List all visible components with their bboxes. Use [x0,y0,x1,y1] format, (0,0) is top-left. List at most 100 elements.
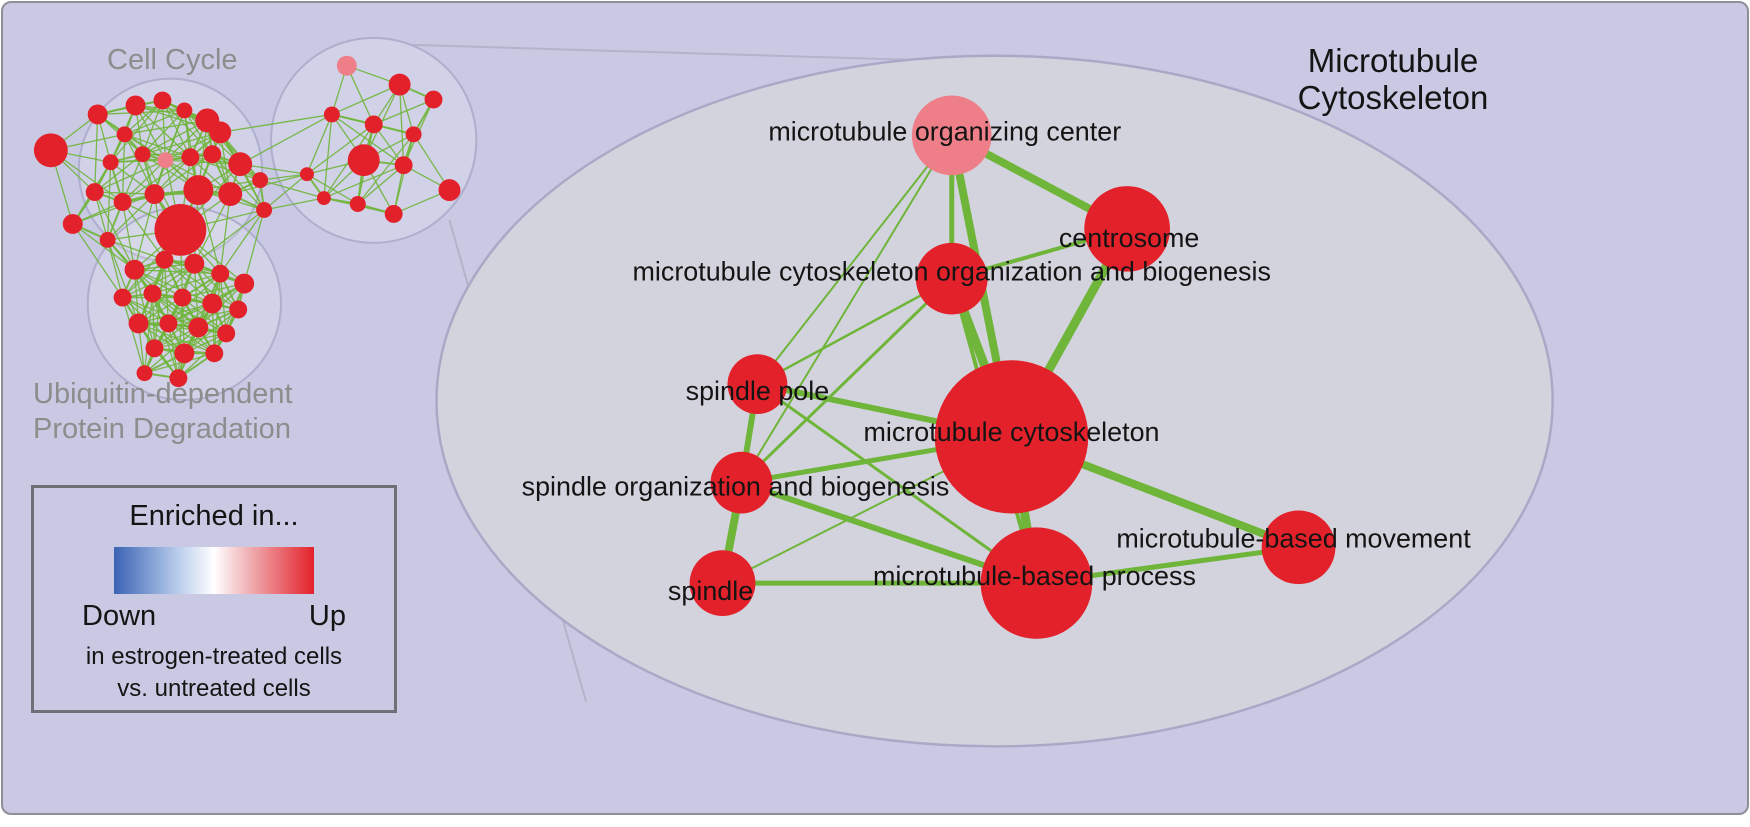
minimap-node [188,317,209,338]
minimap-edge [142,110,185,155]
network-node-mc [934,360,1089,514]
minimap-edge [138,322,227,335]
network-node-moc [911,95,992,176]
minimap-edge [230,173,308,195]
zoom-title-line-1: Microtubule [1307,42,1479,79]
legend-caption: in estrogen-treated cells vs. untreated … [34,641,394,706]
network-edge-spindle_pole-mbp [756,382,1038,585]
minimap-edge [243,209,265,284]
minimap-node [234,273,255,294]
minimap-edge [94,153,143,193]
minimap-node [116,126,133,143]
minimap-edge [122,259,165,299]
minimap-edge [142,131,221,155]
up-label: Up [308,600,346,632]
minimap-node [113,193,132,211]
network-node-mbm [1261,510,1336,585]
minimap-edge [122,159,166,203]
minimap-edge [177,297,184,379]
minimap-edge [72,223,135,271]
network-canvas: microtubule organizing centercentrosomem… [33,36,1554,748]
minimap-edge [331,84,400,116]
minimap-edge [72,223,124,298]
minimap-edge [153,259,166,349]
callout-line [409,43,908,61]
minimap-edge [263,173,308,211]
minimap-edge [373,98,434,125]
minimap-edge [72,193,155,225]
minimap-node [174,343,195,364]
minimap-edge [323,114,333,199]
minimap-node [136,365,153,382]
minimap-node [211,264,230,283]
minimap-node [155,250,174,269]
network-edge-moc-spindle_pole [756,134,953,385]
node-label-mbp: microtubule-based process [873,561,1196,591]
minimap-node [336,55,357,76]
minimap-node [87,104,108,125]
minimap-edge [151,293,156,349]
network-edge-moc-spindle_org [740,134,953,484]
minimap-edge [220,113,332,133]
network-node-mbp [980,527,1093,639]
minimap-node [202,293,223,314]
minimap-edge [138,263,195,324]
minimap-edge [152,273,221,295]
node-label-spindle_pole: spindle pole [686,376,830,406]
minimap-edge [154,153,213,195]
network-node-centrosome [1084,186,1170,272]
minimap-edge [346,65,375,125]
minimap-edge [121,201,136,270]
minimap-edge [107,239,165,261]
minimap-edge [135,105,191,158]
cluster-label-ubiquitin: Ubiquitin-dependent Protein Degradation [33,377,293,448]
minimap-edge [193,209,265,265]
node-label-centrosome: centrosome [1059,223,1200,253]
minimap-edge [165,159,241,165]
minimap-node [113,288,132,307]
legend: Enriched in... Down Up in estrogen-treat… [31,485,397,713]
legend-scale-labels: Down Up [34,594,394,633]
minimap-edge [161,100,191,158]
node-label-spindle_org: spindle organization and biogenesis [522,472,950,502]
minimap-edge [110,100,163,163]
minimap-node [33,133,68,168]
minimap-node [217,324,236,343]
minimap-edge [94,191,136,270]
minimap-edge [263,197,325,211]
minimap-edge [142,119,208,155]
minimap-node [134,146,151,163]
minimap-edge [239,113,333,165]
minimap-node [323,106,340,123]
minimap-edge [94,114,99,193]
minimap-node [145,339,164,358]
minimap-edge [163,259,170,324]
minimap-node [299,167,314,182]
minimap-node [405,126,422,143]
down-label: Down [82,600,157,632]
minimap-edge [122,156,191,203]
minimap-node [157,152,174,169]
minimap-node [394,156,413,175]
minimap-edge [133,193,156,270]
minimap-node [256,202,273,218]
node-label-spindle: spindle [668,576,753,606]
ubiquitin-line-1: Ubiquitin-dependent [33,378,293,410]
minimap-node [218,182,243,206]
minimap-node [176,102,193,119]
minimap-node [384,205,403,223]
minimap-node [62,213,83,234]
minimap-node [184,253,205,274]
minimap-node [347,144,380,177]
network-node-spindle_org [710,451,773,514]
minimap-node [229,300,248,319]
minimap-edge [124,119,208,135]
minimap-node [388,73,411,96]
minimap-node [183,175,214,206]
minimap-edge [182,282,245,299]
minimap-node [153,91,172,110]
minimap-edge [151,293,180,379]
ubiquitin-line-2: Protein Degradation [33,413,291,446]
minimap-node [102,154,119,171]
minimap-edge [331,113,404,166]
